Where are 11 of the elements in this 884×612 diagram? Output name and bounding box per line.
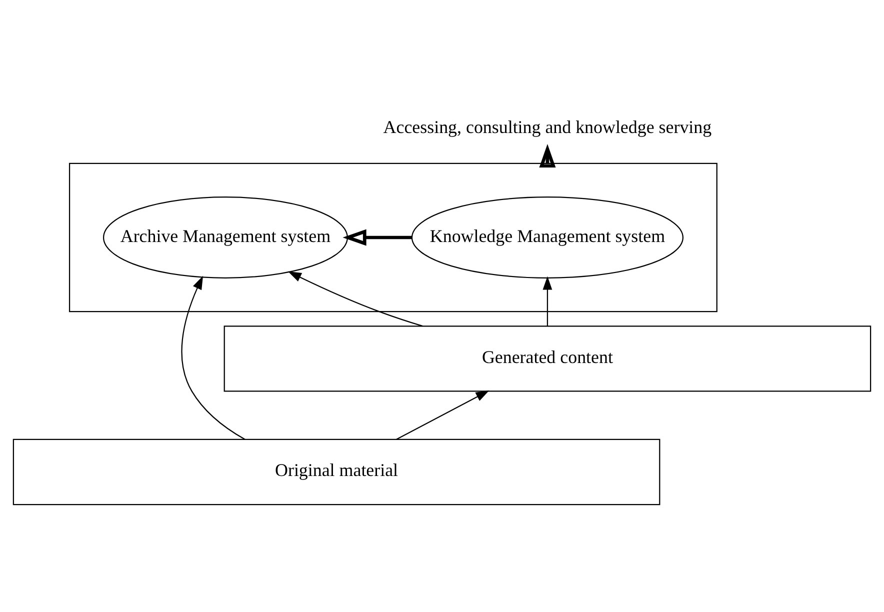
node-ellipse: Archive Management system [102, 196, 348, 278]
arrow [542, 276, 552, 326]
node-box: Original material [12, 438, 660, 505]
node-text: Accessing, consulting and knowledge serving [383, 116, 712, 136]
cluster [68, 162, 718, 312]
node-box: Generated content [224, 325, 872, 392]
arrow [539, 143, 556, 168]
arrow [396, 390, 490, 440]
arrow [342, 228, 412, 246]
arrow [181, 275, 246, 440]
node-ellipse: Knowledge Management system [411, 196, 684, 278]
